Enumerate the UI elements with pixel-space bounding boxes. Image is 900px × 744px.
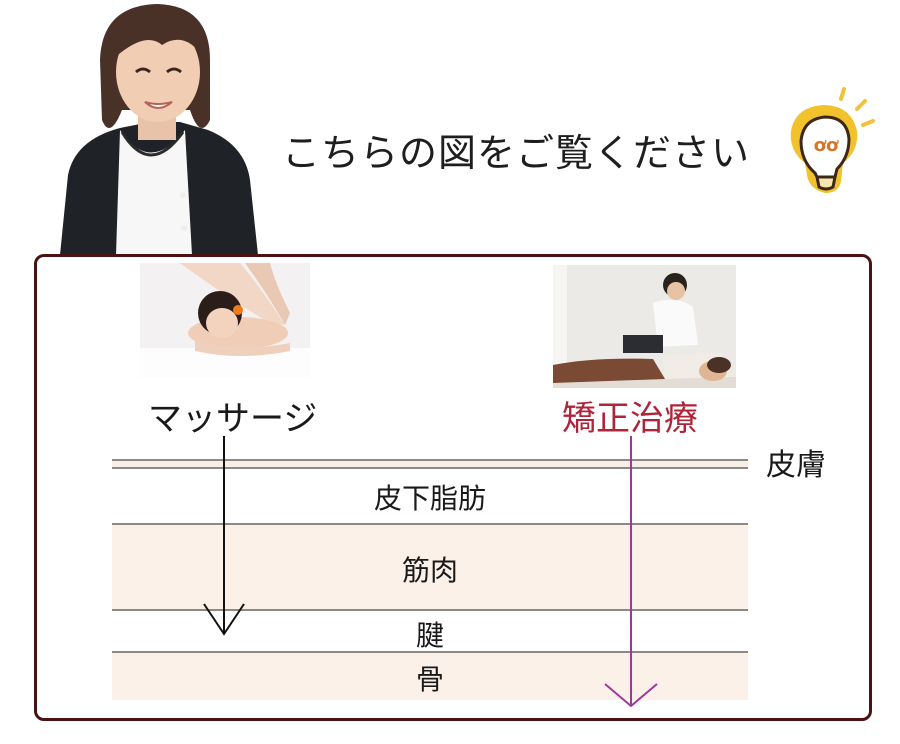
massage-photo — [140, 263, 310, 378]
lightbulb-idea-icon: ơơ — [785, 85, 885, 205]
layer-bone: 骨 — [112, 653, 748, 700]
layer-label: 筋肉 — [401, 554, 458, 587]
layer-divider — [112, 609, 748, 611]
layer-divider — [112, 467, 748, 469]
layer-skin — [112, 460, 748, 469]
layer-subcutaneous-fat: 皮下脂肪 — [112, 469, 748, 524]
layer-divider — [112, 459, 748, 461]
layer-divider — [112, 651, 748, 653]
layer-divider — [112, 523, 748, 525]
layer-label: 骨 — [415, 663, 444, 696]
layer-label: 皮下脂肪 — [373, 482, 486, 515]
headline: こちらの図をご覧ください — [282, 131, 751, 175]
skin-label: 皮膚 — [766, 448, 826, 483]
presenter-photo — [50, 0, 265, 255]
chiropractic-label: 矯正治療 — [562, 399, 698, 439]
layer-tendon: 腱 — [112, 611, 748, 652]
layer-label: 腱 — [415, 619, 444, 652]
svg-text:ơơ: ơơ — [814, 135, 839, 156]
chiropractic-photo — [553, 265, 736, 388]
layer-muscle: 筋肉 — [112, 525, 748, 610]
massage-label: マッサージ — [148, 399, 318, 439]
